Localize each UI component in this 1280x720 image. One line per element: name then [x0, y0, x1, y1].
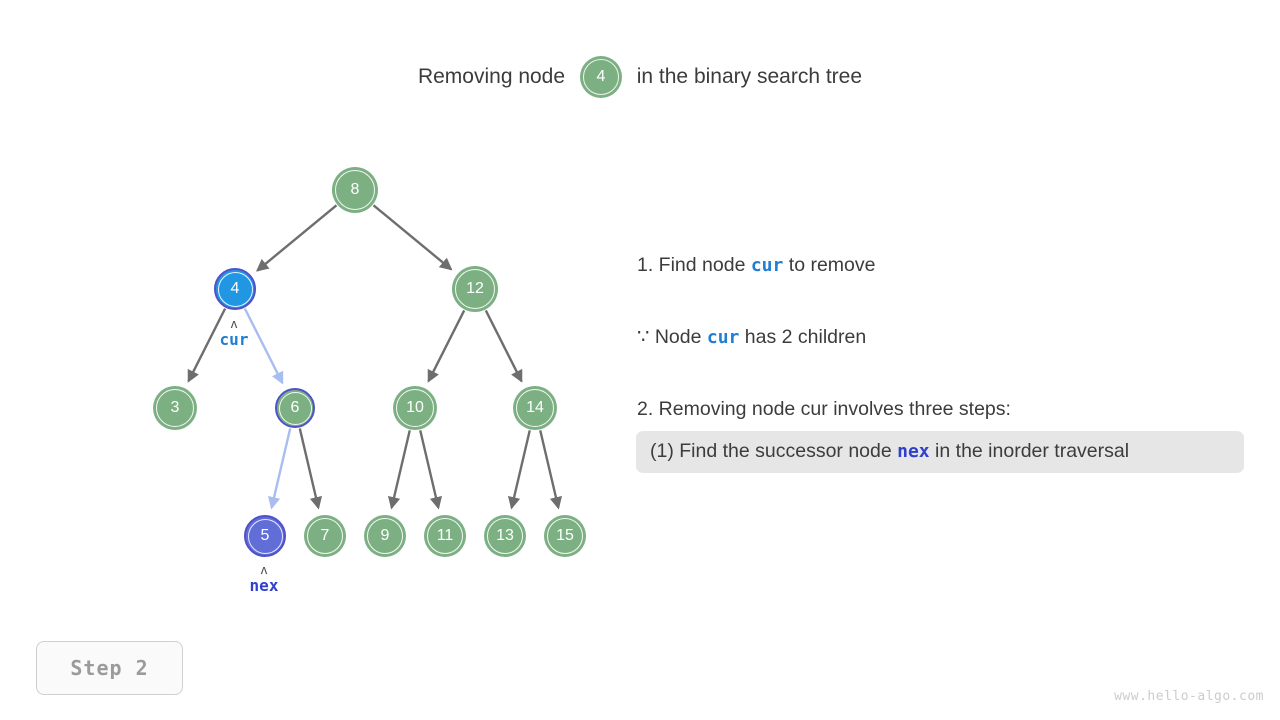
tree-node-value: 14 [526, 399, 544, 416]
explanation-line-1: 1. Find node cur to remove [637, 252, 1257, 279]
tree-node-9: 9 [364, 515, 406, 557]
line2-keyword-cur: cur [706, 327, 740, 348]
watermark: www.hello-algo.com [1114, 689, 1264, 704]
line1-pre: 1. Find node [637, 254, 751, 276]
title-node-badge: 4 [579, 56, 622, 98]
tree-node-value: 9 [380, 527, 390, 544]
explanation-panel: 1. Find node cur to remove ∵ Node cur ha… [636, 243, 1257, 473]
tree-node-value: 7 [320, 527, 330, 544]
pointer-caret-icon: ʌ [230, 316, 238, 331]
tree-edge-6-to-7 [298, 428, 323, 510]
tree-node-4: 4 [214, 268, 256, 310]
title-suffix: in the binary search tree [636, 65, 863, 88]
tree-edge-6-to-5 [267, 428, 292, 510]
tree-node-15: 15 [544, 515, 586, 557]
tree-edges-layer [187, 204, 563, 510]
tree-edge-4-to-3 [187, 308, 227, 383]
line1-post: to remove [783, 254, 876, 276]
tree-edge-8-to-4 [256, 204, 338, 272]
tree-node-value: 6 [290, 399, 300, 416]
tree-node-value: 10 [406, 399, 424, 416]
tree-node-value: 15 [556, 527, 574, 544]
tree-node-5: 5 [244, 515, 286, 557]
tree-node-7: 7 [304, 515, 346, 557]
explanation-line-4-highlighted: (1) Find the successor node nex in the i… [636, 431, 1244, 473]
tree-node-12: 12 [452, 266, 498, 312]
tree-node-10: 10 [393, 386, 437, 430]
tree-node-8: 8 [332, 167, 378, 213]
line4-post: in the inorder traversal [929, 440, 1130, 462]
tree-edge-14-to-15 [539, 430, 563, 510]
line4-pre: (1) Find the successor node [650, 440, 898, 462]
tree-node-13: 13 [484, 515, 526, 557]
tree-edge-4-to-6 [243, 308, 284, 385]
line4-keyword-nex: nex [897, 441, 930, 462]
explanation-line-3: 2. Removing node cur involves three step… [637, 398, 1011, 420]
tree-edge-14-to-13 [507, 430, 531, 510]
pointer-label-text: nex [249, 576, 279, 595]
tree-node-value: 12 [466, 280, 484, 297]
tree-edge-12-to-14 [484, 309, 523, 383]
tree-node-value: 8 [350, 181, 360, 198]
tree-edge-10-to-11 [419, 430, 443, 510]
page-title: Removing node 4 in the binary search tre… [0, 56, 1280, 98]
tree-edge-10-to-9 [387, 430, 411, 510]
explanation-line-2: ∵ Node cur has 2 children [637, 324, 1257, 351]
tree-node-value: 4 [230, 280, 240, 297]
tree-node-value: 3 [170, 399, 180, 416]
tree-node-value: 11 [436, 527, 454, 544]
tree-node-3: 3 [153, 386, 197, 430]
title-node-value: 4 [596, 68, 606, 85]
step-badge: Step 2 [36, 641, 183, 695]
step-badge-label: Step 2 [70, 656, 149, 680]
tree-node-14: 14 [513, 386, 557, 430]
line1-keyword-cur: cur [750, 255, 784, 276]
line2-post: has 2 children [739, 326, 867, 348]
tree-node-11: 11 [424, 515, 466, 557]
tree-node-value: 13 [496, 527, 514, 544]
pointer-label-text: cur [219, 330, 249, 349]
tree-node-value: 5 [260, 527, 270, 544]
pointer-caret-icon: ʌ [260, 562, 268, 577]
tree-node-6: 6 [275, 388, 315, 428]
tree-edge-12-to-10 [427, 309, 466, 383]
tree-edge-8-to-12 [372, 204, 453, 271]
line2-pre: ∵ Node [637, 326, 707, 348]
title-prefix: Removing node [417, 65, 566, 88]
